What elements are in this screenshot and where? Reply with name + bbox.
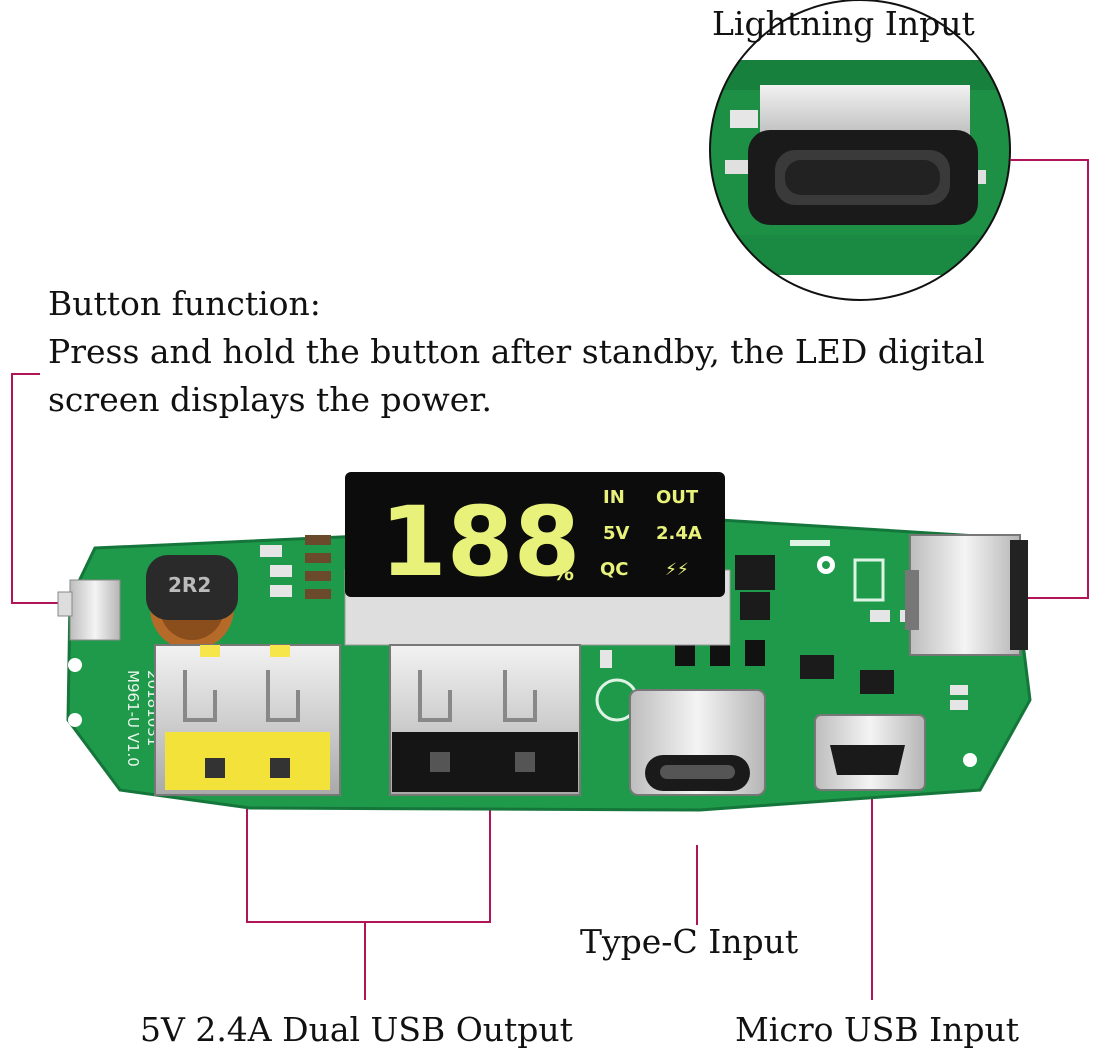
micro-usb-port — [814, 714, 926, 791]
display-percent: % — [552, 561, 574, 586]
type-c-port — [629, 689, 766, 796]
display-current: 2.4A — [656, 523, 702, 544]
display-qc: QC — [600, 559, 629, 580]
led-display: 188 % IN OUT 5V 2.4A QC ⚡⚡ — [344, 472, 731, 646]
lightning-leader-line — [1010, 159, 1089, 599]
leader-lines — [11, 159, 1089, 1000]
micro-usb-input-label: Micro USB Input — [735, 1010, 1020, 1049]
button-leader-line — [11, 373, 58, 604]
usb-a-port-black — [389, 644, 581, 796]
button-function-title: Button function: — [48, 284, 321, 323]
button-function-description: Button function: Press and hold the butt… — [48, 280, 985, 424]
usb-output-bracket — [246, 778, 491, 923]
display-bolt-icon: ⚡⚡ — [665, 560, 689, 580]
inductor-marking: 2R2 — [168, 573, 211, 597]
lightning-input-label: Lightning Input — [712, 4, 975, 43]
board-model-label: M961-U V1.0 — [124, 670, 142, 767]
lightning-zoom-circle — [709, 0, 1011, 301]
lightning-port — [905, 534, 1028, 656]
button-function-line2: screen displays the power. — [48, 380, 492, 419]
inductor: 2R2 — [146, 555, 238, 650]
dual-usb-output-label: 5V 2.4A Dual USB Output — [140, 1010, 573, 1049]
side-button — [57, 579, 121, 641]
button-function-line1: Press and hold the button after standby,… — [48, 332, 985, 371]
display-in: IN — [603, 487, 625, 508]
display-voltage: 5V — [603, 523, 630, 544]
type-c-input-label: Type-C Input — [580, 922, 799, 961]
display-digits: 188 — [380, 486, 580, 598]
display-out: OUT — [656, 487, 699, 508]
usb-a-port-yellow — [154, 644, 341, 796]
